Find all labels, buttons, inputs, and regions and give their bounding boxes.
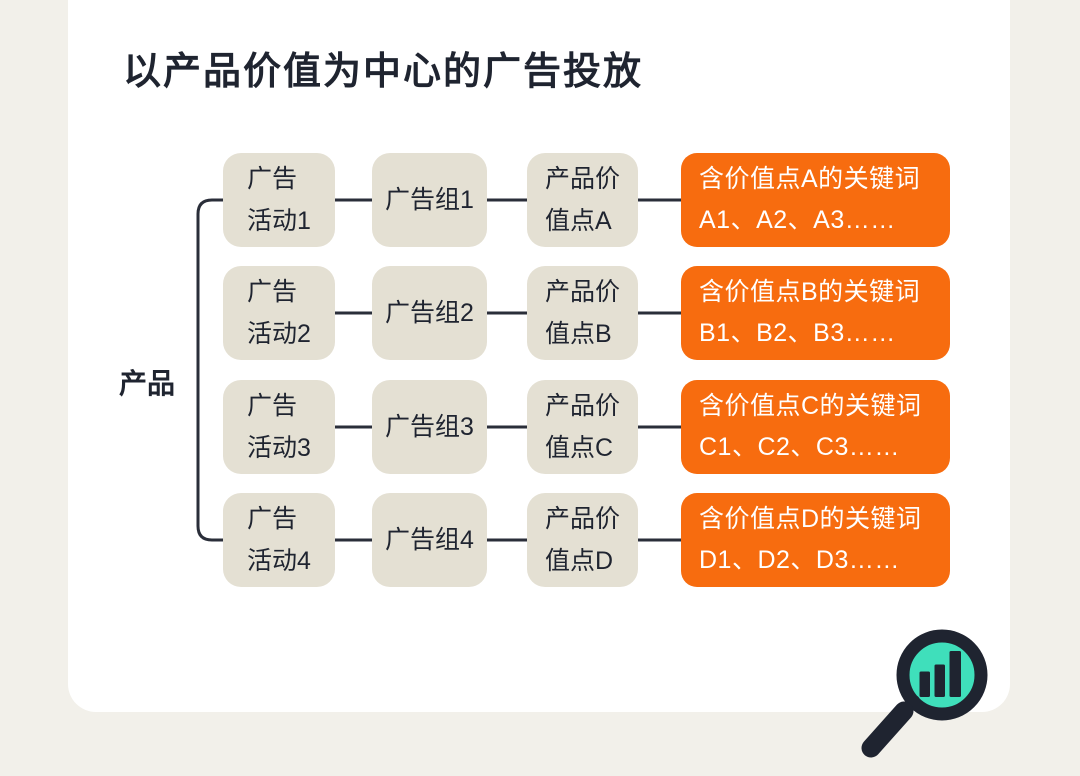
root-node-label: 产品 (118, 368, 175, 399)
campaign-node-2: 广告 活动2 (223, 266, 335, 360)
ad-group-node-4: 广告组4 (372, 493, 487, 587)
keywords-node-d: 含价值点D的关键词 D1、D2、D3…… (681, 493, 950, 587)
keywords-items: A1、A2、A3…… (699, 206, 896, 234)
campaign-node-1: 广告 活动1 (223, 153, 335, 247)
value-point-node-a: 产品价 值点A (527, 153, 638, 247)
magnifier-ring (896, 629, 988, 721)
ad-group-node-3: 广告组3 (372, 380, 487, 474)
value-point-node-b: 产品价 值点B (527, 266, 638, 360)
keywords-items: C1、C2、C3…… (699, 433, 900, 461)
keywords-title: 含价值点D的关键词 (699, 504, 922, 533)
keywords-title: 含价值点C的关键词 (699, 391, 922, 420)
page-title: 以产品价值为中心的广告投放 (123, 51, 644, 93)
magnifier-bar-chart-icon (861, 629, 988, 758)
magnifier-handle (861, 695, 920, 758)
keywords-items: D1、D2、D3…… (699, 546, 900, 574)
keywords-items: B1、B2、B3…… (699, 319, 896, 347)
keywords-title: 含价值点A的关键词 (699, 164, 921, 193)
ad-group-node-1: 广告组1 (372, 153, 487, 247)
keywords-title: 含价值点B的关键词 (699, 277, 921, 306)
bar-chart-bars (919, 651, 961, 697)
keywords-node-c: 含价值点C的关键词 C1、C2、C3…… (681, 380, 950, 474)
value-point-node-c: 产品价 值点C (527, 380, 638, 474)
campaign-node-3: 广告 活动3 (223, 380, 335, 474)
keywords-node-b: 含价值点B的关键词 B1、B2、B3…… (681, 266, 950, 360)
ad-group-node-2: 广告组2 (372, 266, 487, 360)
keywords-node-a: 含价值点A的关键词 A1、A2、A3…… (681, 153, 950, 247)
value-point-node-d: 产品价 值点D (527, 493, 638, 587)
campaign-node-4: 广告 活动4 (223, 493, 335, 587)
